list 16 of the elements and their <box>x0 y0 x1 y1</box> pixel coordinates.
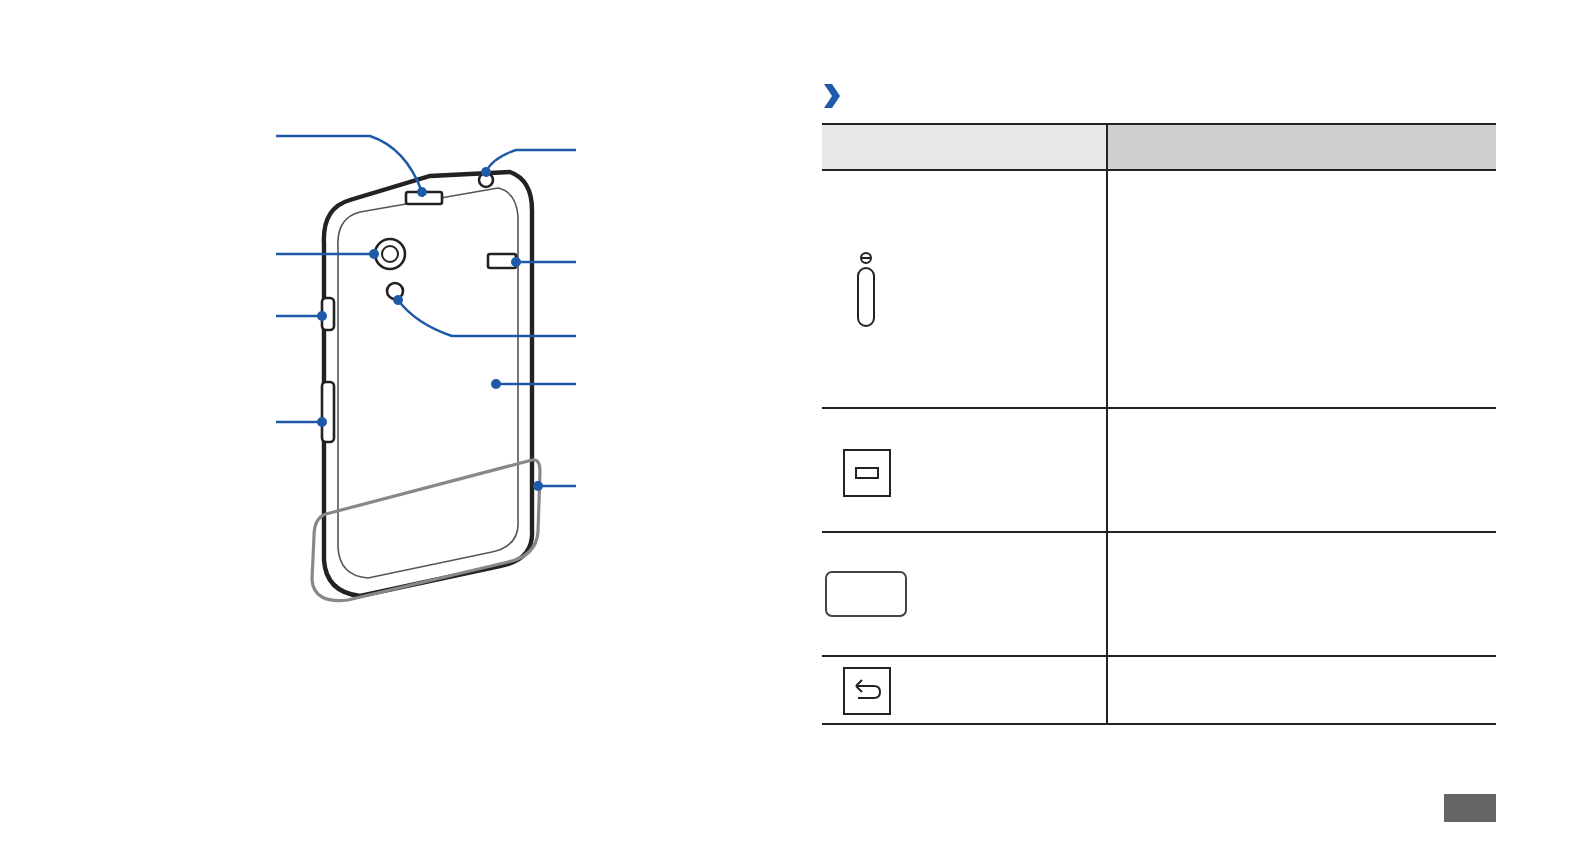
leader-line <box>276 311 327 321</box>
volume-key <box>322 298 334 330</box>
speaker-grille <box>488 254 516 268</box>
connector-slot <box>406 192 442 204</box>
leader-line <box>481 148 576 177</box>
leader-line <box>276 249 379 259</box>
battery-cover-outline <box>308 456 544 604</box>
leader-line <box>276 417 327 427</box>
leader-line <box>533 481 576 491</box>
leader-line <box>511 257 576 267</box>
flash <box>386 282 404 300</box>
leader-line <box>491 379 576 389</box>
leader-line <box>276 134 427 197</box>
camera-lens <box>374 238 406 270</box>
leader-line <box>393 295 576 338</box>
side-key <box>322 382 334 442</box>
